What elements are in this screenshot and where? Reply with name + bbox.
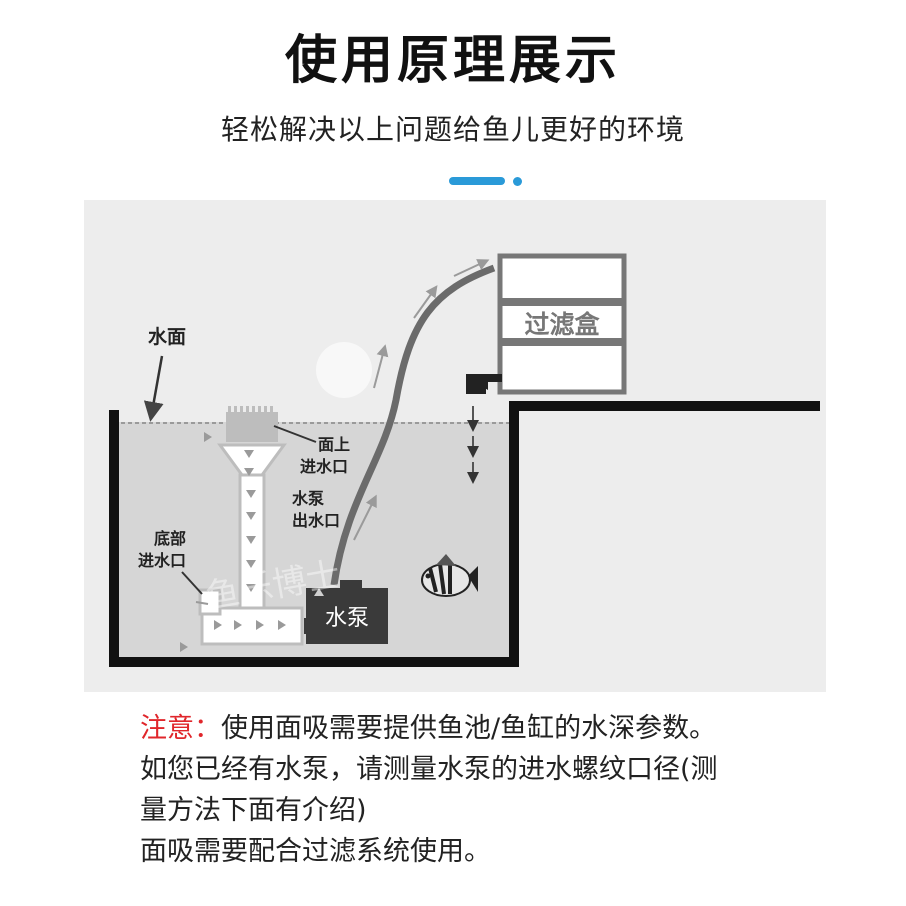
- page-subtitle: 轻松解决以上问题给鱼儿更好的环境: [220, 113, 685, 146]
- inactive-dot: [513, 177, 522, 186]
- return-hose: [330, 264, 496, 586]
- page-title: 使用原理展示: [284, 31, 621, 91]
- notes: 注意：使用面吸需要提供鱼池/鱼缸的水深参数。 如您已经有水泵，请测量水泵的进水螺…: [140, 708, 820, 872]
- active-dot: [449, 177, 505, 185]
- filter-box: 过滤盒: [497, 253, 627, 395]
- note-text-1: 使用面吸需要提供鱼池/鱼缸的水深参数。: [221, 713, 717, 744]
- note-line-2: 如您已经有水泵，请测量水泵的进水螺纹口径(测: [140, 754, 718, 785]
- note-line-3: 量方法下面有介绍): [140, 795, 367, 826]
- note-line-1: 注意：使用面吸需要提供鱼池/鱼缸的水深参数。: [140, 708, 820, 749]
- pump-outlet-label-1: 水泵: [292, 489, 324, 508]
- bottom-inlet-label-1: 底部: [154, 529, 186, 548]
- principle-diagram: 过滤盒: [84, 200, 826, 692]
- note-line-4: 面吸需要配合过滤系统使用。: [140, 836, 491, 867]
- filter-box-label: 过滤盒: [524, 310, 600, 339]
- water-pump: 水泵: [304, 580, 388, 644]
- bottom-inlet-pointer: [181, 571, 203, 595]
- bottom-inlet-label-2: 进水口: [138, 551, 186, 570]
- water-surface-pointer: [143, 355, 164, 422]
- surface-inlet-pointer: [273, 425, 317, 443]
- diagram-svg: 过滤盒: [84, 200, 826, 692]
- pump-outlet-label-2: 出水口: [292, 511, 340, 530]
- tank-wall: [109, 401, 820, 667]
- pump-label: 水泵: [325, 606, 369, 631]
- warning-label: 注意：: [140, 713, 221, 744]
- surface-inlet-label-2: 进水口: [300, 457, 348, 476]
- surface-inlet-label-1: 面上: [318, 435, 350, 454]
- fish: [421, 554, 478, 597]
- pagination-indicator: [449, 176, 525, 186]
- surface-skimmer: [198, 406, 304, 646]
- water-surface-label: 水面: [148, 326, 186, 348]
